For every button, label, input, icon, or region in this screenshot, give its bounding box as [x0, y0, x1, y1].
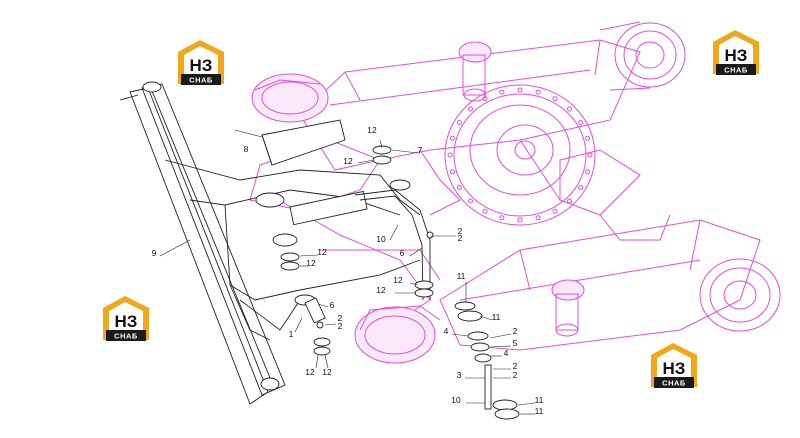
- ring-bolt: [456, 185, 462, 190]
- logo-strip: [716, 64, 756, 75]
- callout-number: 2: [458, 226, 463, 236]
- ring-bolt: [517, 217, 523, 223]
- ring-bolt: [535, 89, 541, 95]
- logo-main-text: НЗ: [725, 46, 748, 65]
- drive-sprocket-bottom: [699, 258, 781, 332]
- ring-bolt: [449, 169, 455, 175]
- logo-strip: [654, 377, 694, 388]
- callout-number: 4: [504, 348, 509, 358]
- callout-number: 2: [513, 361, 518, 371]
- logo-sub-text: СНАБ: [189, 76, 213, 85]
- carrier-roller-bottom: [551, 279, 585, 337]
- callout-number: 2: [513, 326, 518, 336]
- ring-bolt: [552, 208, 558, 214]
- callout-number: 7: [418, 145, 423, 155]
- callout-number: 11: [457, 271, 466, 281]
- callout-number: 3: [457, 370, 462, 380]
- house-roof-icon: [103, 296, 149, 340]
- callout-number: 11: [535, 395, 544, 405]
- logo-main-text: НЗ: [663, 359, 686, 378]
- callout-number: 12: [317, 247, 327, 257]
- callout-number: 2: [338, 313, 343, 323]
- ring-bolt: [517, 87, 523, 93]
- callout-number: 12: [393, 275, 403, 285]
- ring-bolt: [468, 198, 473, 204]
- callout-number: 12: [305, 367, 315, 377]
- callout-number: 4: [444, 326, 449, 336]
- callout-number: 12: [367, 125, 377, 135]
- callout-number: 10: [451, 395, 461, 405]
- callout-number: 2: [338, 321, 343, 331]
- washer-stack-left: [280, 145, 434, 356]
- slewing-ring: [444, 84, 596, 226]
- cover-plate: [234, 119, 346, 166]
- ring-bolt: [447, 152, 453, 158]
- logo-strip: [106, 330, 146, 341]
- logo-sub-text: СНАБ: [724, 66, 748, 75]
- ring-bolt: [578, 120, 584, 125]
- ring-bolt: [585, 135, 591, 141]
- callout-number: 6: [400, 248, 405, 258]
- callout-number: 10: [376, 234, 386, 244]
- callout-number: 5: [513, 338, 518, 348]
- logo-main-text: НЗ: [115, 312, 138, 331]
- ring-bolt: [567, 198, 572, 204]
- ring-bolt: [468, 106, 473, 112]
- dozer-blade: [119, 81, 286, 405]
- undercarriage-frame: [249, 39, 761, 351]
- callout-number: 1: [289, 329, 294, 339]
- house-roof-icon: [178, 40, 224, 84]
- ring-bolt: [456, 120, 462, 125]
- drive-sprocket-top: [599, 21, 686, 91]
- logo-main-text: НЗ: [190, 56, 213, 75]
- carrier-roller-top: [458, 41, 492, 102]
- callout-number: 9: [152, 248, 157, 258]
- logo-sub-text: СНАБ: [114, 332, 138, 341]
- front-idler-bottom: [354, 305, 441, 364]
- callout-number: 11: [492, 312, 501, 322]
- house-roof-icon: [651, 343, 697, 387]
- callout-number: 2: [458, 233, 463, 243]
- house-roof-icon: [713, 30, 759, 74]
- callout-number: 12: [343, 156, 353, 166]
- callout-number: 12: [306, 258, 316, 268]
- logo-strip: [181, 74, 221, 85]
- ring-bolt: [499, 215, 505, 221]
- leader-lines: [159, 139, 536, 415]
- ring-bolt: [587, 152, 593, 158]
- ring-bolt: [535, 215, 541, 221]
- ring-bolt: [499, 89, 505, 95]
- logo-sub-text: СНАБ: [662, 379, 686, 388]
- ring-bolt: [482, 208, 488, 214]
- callout-number: 12: [376, 285, 386, 295]
- front-idler-top: [251, 73, 329, 123]
- callout-number: 12: [322, 367, 332, 377]
- ring-bolt: [578, 185, 584, 190]
- callout-number: 6: [330, 300, 335, 310]
- callout-number: 11: [535, 406, 544, 416]
- ring-bolt: [449, 135, 455, 141]
- ring-bolt: [567, 106, 572, 112]
- ring-bolt: [552, 96, 558, 102]
- callout-number: 2: [513, 370, 518, 380]
- callout-number: 8: [244, 144, 249, 154]
- pin-stack: [454, 301, 520, 420]
- ring-bolt: [585, 169, 591, 175]
- hydraulic-cylinder: [289, 179, 431, 301]
